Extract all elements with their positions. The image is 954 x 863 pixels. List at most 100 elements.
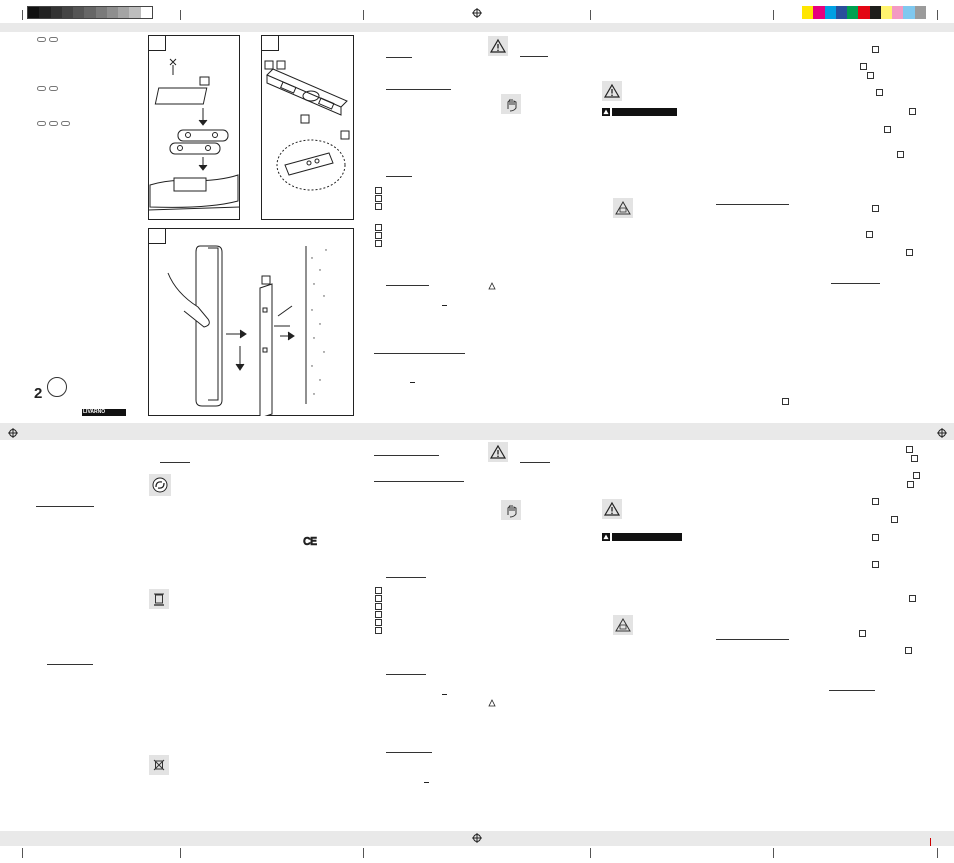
item-number-box [375, 195, 382, 202]
item-number-box [375, 603, 382, 610]
item-number-box [911, 455, 918, 462]
item-number-box [906, 249, 913, 256]
heading-rule [386, 285, 429, 286]
heading-rule [716, 204, 789, 205]
crop-mark-icon [180, 10, 181, 20]
warning-triangle-icon [488, 442, 508, 462]
heading-rule [829, 690, 875, 691]
heading-rule [374, 353, 465, 354]
heading-rule [386, 752, 432, 753]
battery-install-illustration [148, 58, 240, 211]
color-swatch [813, 6, 825, 19]
warning-triangle-icon [602, 81, 622, 101]
color-swatch [858, 6, 870, 19]
warning-triangle-icon [602, 108, 610, 116]
item-number-box [884, 126, 891, 133]
crop-mark-icon [180, 848, 181, 858]
heading-rule [374, 455, 439, 456]
language-chip [49, 37, 58, 42]
page-number: 2 [34, 385, 43, 402]
country-circle [47, 377, 67, 397]
small-symbol [424, 782, 429, 786]
heading-rule [831, 283, 880, 284]
item-number-box [375, 611, 382, 618]
heading-rule [386, 57, 412, 58]
language-chip [37, 37, 46, 42]
crossed-bin-icon [149, 755, 169, 775]
item-number-box [375, 240, 382, 247]
read-manual-icon [613, 615, 633, 635]
brand-logo-text: LIVARNO [83, 409, 106, 415]
registration-mark-icon [472, 833, 482, 843]
heading-rule [716, 639, 789, 640]
device-buttons-illustration [264, 60, 350, 191]
grayscale-swatch [118, 7, 130, 18]
small-symbol [442, 694, 447, 698]
item-number-box [872, 534, 879, 541]
heading-rule [386, 176, 412, 177]
grayscale-swatch [39, 7, 51, 18]
heading-rule [47, 664, 93, 665]
heading-rule [386, 89, 451, 90]
warning-triangle-icon [488, 699, 496, 707]
crop-mark-icon [773, 10, 774, 20]
info-hand-icon [501, 500, 521, 520]
warning-triangle-icon [488, 282, 496, 290]
heading-rule [386, 674, 426, 675]
heading-rule [374, 481, 464, 482]
grayscale-swatch [140, 7, 152, 18]
color-swatch [880, 6, 893, 19]
warning-triangle-icon [488, 36, 508, 56]
item-number-box [375, 595, 382, 602]
read-manual-icon [613, 198, 633, 218]
crop-mark-icon [937, 848, 938, 858]
item-number-box [872, 46, 879, 53]
warning-triangle-icon [602, 499, 622, 519]
heading-rule [160, 462, 190, 463]
item-number-box [859, 630, 866, 637]
color-swatch [847, 6, 859, 19]
danger-label-bar [602, 108, 677, 116]
figure-1-tag [148, 35, 166, 51]
grayscale-swatch [28, 7, 40, 18]
brand-logo: LIVARNO [82, 409, 126, 416]
crop-mark-icon [590, 848, 591, 858]
grayscale-swatch [73, 7, 85, 18]
figure-2-panel [261, 35, 354, 220]
item-number-box [860, 63, 867, 70]
danger-label-bar [602, 533, 682, 541]
language-chip [61, 121, 70, 126]
middle-band [0, 423, 954, 440]
item-number-box [375, 187, 382, 194]
item-number-box [906, 446, 913, 453]
item-number-box [897, 151, 904, 158]
item-number-box [375, 619, 382, 626]
registration-mark-icon [8, 428, 18, 438]
color-swatch [914, 6, 926, 19]
item-number-box [876, 89, 883, 96]
item-number-box [891, 516, 898, 523]
ce-mark-icon: 𝐂𝐄 [303, 536, 317, 548]
crop-mark-icon [773, 848, 774, 858]
item-number-box [375, 627, 382, 634]
grayscale-swatch [129, 7, 141, 18]
color-swatch [903, 6, 915, 19]
top-band [0, 23, 954, 32]
figure-2-tag [261, 35, 279, 51]
small-symbol [410, 382, 415, 386]
warning-triangle-icon [602, 533, 610, 541]
green-dot-recycling-icon [149, 474, 171, 496]
crop-mark-icon [363, 848, 364, 858]
heading-rule [36, 506, 94, 507]
color-swatch [824, 6, 836, 19]
crop-mark-icon [590, 10, 591, 20]
item-number-box [913, 472, 920, 479]
item-number-box [907, 481, 914, 488]
color-swatch [869, 6, 881, 19]
item-number-box [866, 231, 873, 238]
color-swatch [835, 6, 848, 19]
item-number-box [375, 232, 382, 239]
figure-3-tag [148, 228, 166, 244]
language-chip [49, 121, 58, 126]
heading-rule [386, 577, 426, 578]
